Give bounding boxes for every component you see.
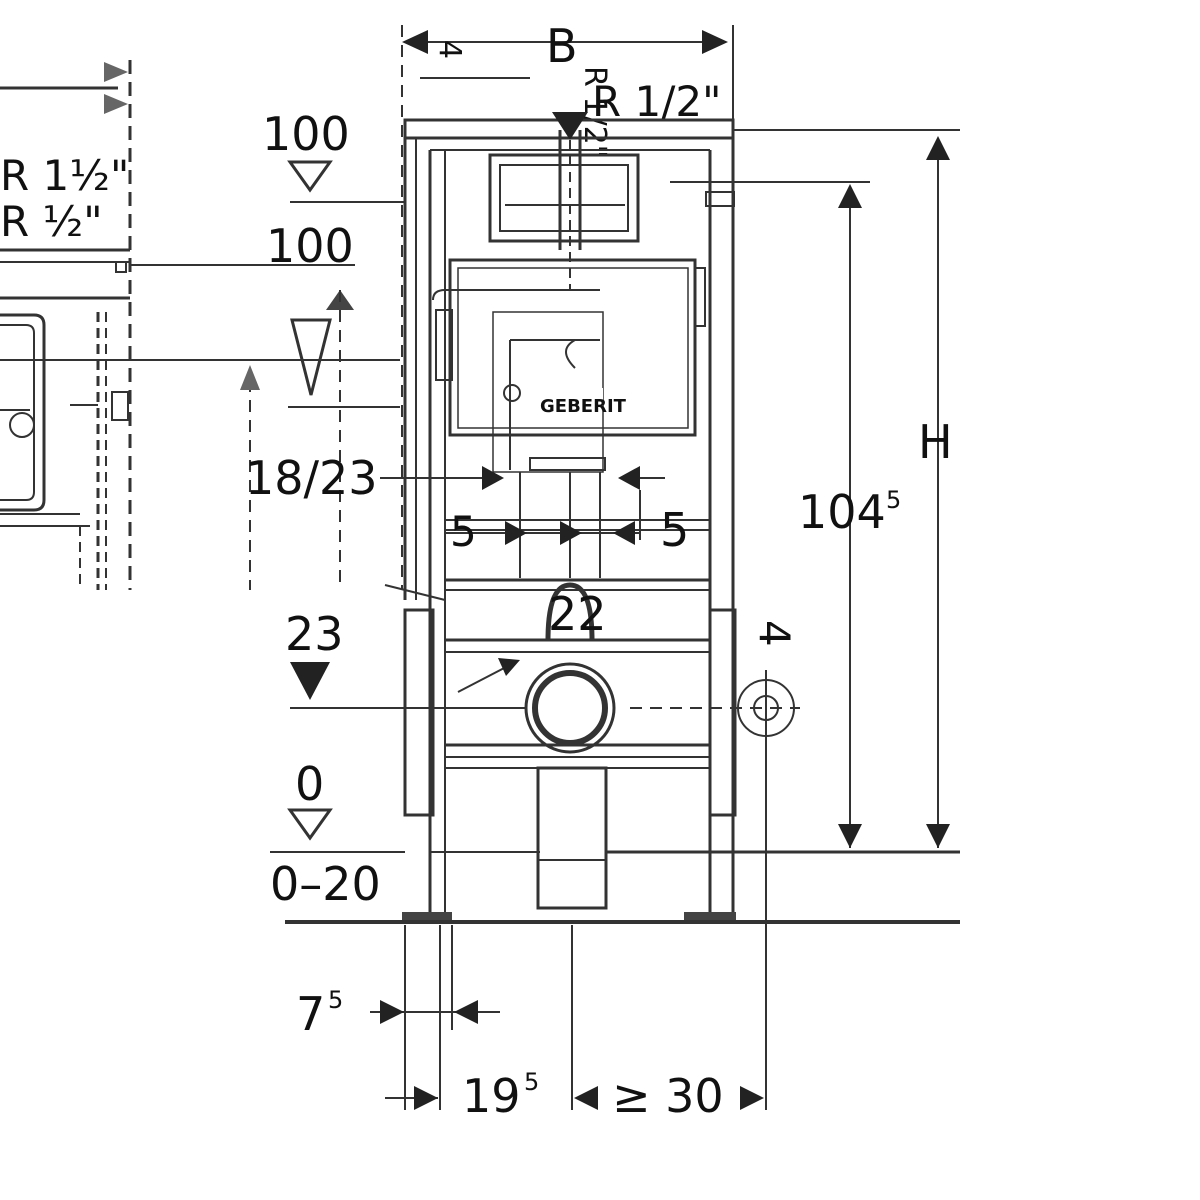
arrow-right-icon <box>414 1086 438 1110</box>
arrow-right-icon <box>560 521 582 545</box>
label-7: 7 <box>296 987 325 1041</box>
label-width-b: B <box>546 19 578 73</box>
label-100-top: 100 <box>262 107 350 161</box>
brand-geberit: GEBERIT <box>540 396 627 417</box>
arrow-down-icon <box>926 824 950 848</box>
label-30: ≥ 30 <box>612 1069 724 1123</box>
label-height-h: H <box>918 415 953 469</box>
label-4-top: 4 <box>432 40 467 59</box>
drain-connection-icon <box>532 670 608 746</box>
arrow-right-icon <box>740 1086 764 1110</box>
arrow-up-icon <box>838 184 862 208</box>
level-marker-filled-icon <box>290 662 330 700</box>
label-r-1-half: R 1½" <box>0 151 129 200</box>
label-22: 22 <box>548 587 607 641</box>
arrow-down-icon <box>838 824 862 848</box>
label-5-right: 5 <box>660 503 689 557</box>
arrow-right-icon <box>702 30 728 54</box>
installation-frame <box>402 112 737 924</box>
arrow-left-icon <box>613 521 635 545</box>
arrow-left-icon <box>402 30 428 54</box>
label-23: 23 <box>285 607 344 661</box>
arrow-right-icon <box>482 466 504 490</box>
label-5-left: 5 <box>450 507 477 556</box>
arrow-left-icon <box>454 1000 478 1024</box>
label-104: 104 <box>798 485 886 539</box>
arrow-up-icon <box>240 365 260 390</box>
arrow-left-icon <box>618 466 640 490</box>
flush-inlet-arrow-icon <box>552 112 588 140</box>
arrow-right-icon <box>380 1000 404 1024</box>
level-marker-icon <box>290 318 332 396</box>
arrow-up-icon <box>926 136 950 160</box>
side-view <box>0 60 355 590</box>
arrow-right-icon <box>505 521 527 545</box>
arrow-left-icon <box>574 1086 598 1110</box>
label-4-side: 4 <box>750 620 799 647</box>
label-19: 19 <box>462 1069 521 1123</box>
arrow-icon <box>498 658 520 676</box>
label-19-sup: 5 <box>524 1068 539 1096</box>
label-104-sup: 5 <box>886 486 901 514</box>
level-marker-icon <box>287 808 333 841</box>
label-7-sup: 5 <box>328 986 343 1014</box>
label-r-half: R ½" <box>0 197 103 246</box>
label-100-mid: 100 <box>266 219 354 273</box>
label-0: 0 <box>295 757 324 811</box>
label-18-23: 18/23 <box>245 451 378 505</box>
geberit-logo-icon <box>503 384 521 402</box>
level-marker-icon <box>287 160 333 193</box>
label-0-20: 0–20 <box>270 857 381 911</box>
label-top-pipe: R 1/2" <box>592 77 721 126</box>
